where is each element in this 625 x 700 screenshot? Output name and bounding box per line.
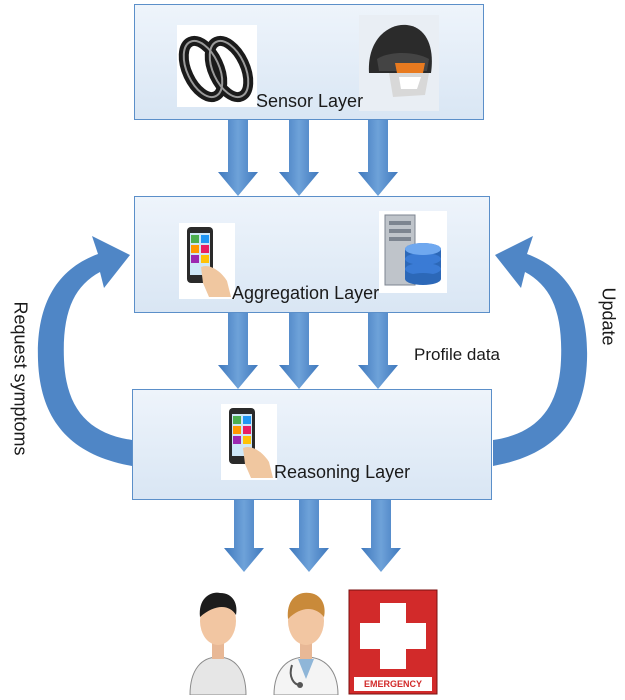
curved-arrow-left — [37, 236, 132, 466]
down-arrow-reasoning-3 — [361, 500, 401, 572]
down-arrow-aggregation-3 — [358, 313, 398, 389]
down-arrow-aggregation-2 — [279, 313, 319, 389]
curved-arrow-right — [493, 236, 588, 466]
down-arrow-sensor-1 — [218, 120, 258, 196]
down-arrow-reasoning-2 — [289, 500, 329, 572]
aggregation-layer-label: Aggregation Layer — [232, 283, 380, 303]
sensor-layer-box: Sensor Layer — [134, 4, 484, 120]
down-arrow-sensor-2 — [279, 120, 319, 196]
reasoning-layer-box: Reasoning Layer — [132, 389, 492, 500]
user-icon — [186, 585, 250, 696]
down-arrow-reasoning-1 — [224, 500, 264, 572]
emergency-label: EMERGENCY — [363, 679, 422, 689]
smartphone-icon — [179, 223, 235, 299]
profile-data-label: Profile data — [414, 345, 500, 364]
wristband-icon — [177, 25, 257, 107]
down-arrow-aggregation-1 — [218, 313, 258, 389]
server-database-icon — [379, 211, 447, 293]
emergency-icon: EMERGENCY — [348, 589, 438, 695]
reasoning-layer-label: Reasoning Layer — [274, 462, 411, 482]
down-arrow-sensor-3 — [358, 120, 398, 196]
update-label: Update — [598, 287, 619, 346]
aggregation-layer-box: Aggregation Layer — [134, 196, 490, 313]
helmet-icon — [359, 15, 439, 111]
sensor-layer-label: Sensor Layer — [256, 91, 364, 111]
doctor-icon — [270, 585, 342, 696]
request-symptoms-label: Request symptoms — [10, 301, 31, 456]
smartphone-icon — [221, 404, 277, 480]
